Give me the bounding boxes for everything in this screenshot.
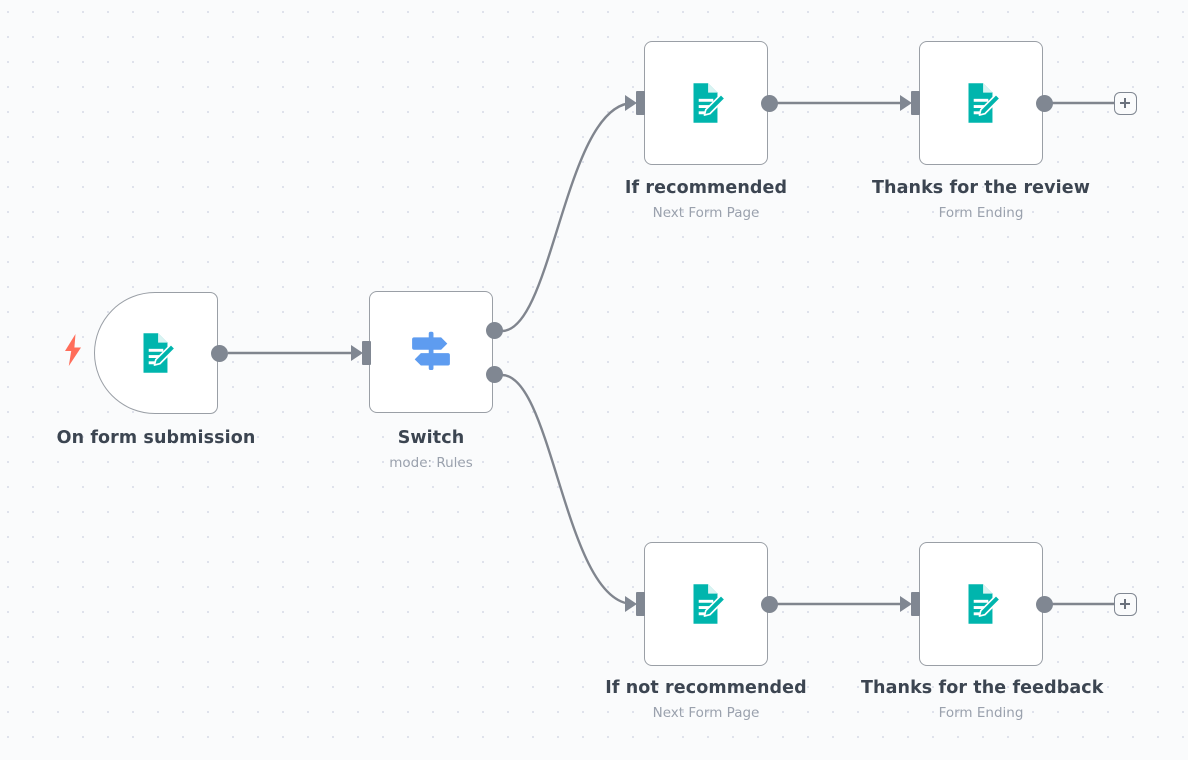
add-node-after-thanks-review-button[interactable] [1114,92,1137,115]
node-title: On form submission [56,428,256,448]
node-subtitle: Next Form Page [652,205,760,221]
node-if-recommended[interactable] [644,41,768,165]
caption-switch: Switch mode: Rules [331,427,531,473]
node-title: If not recommended [605,678,807,698]
output-endpoint-switch-0[interactable] [486,322,503,339]
output-endpoint-switch-1[interactable] [486,366,503,383]
form-document-pencil-icon [143,333,176,373]
form-document-pencil-icon [968,584,1001,624]
output-endpoint-if-not-recommended[interactable] [761,596,778,613]
caption-if-not-recommended: If not recommended Next Form Page [586,677,826,723]
node-if-not-recommended[interactable] [644,542,768,666]
output-endpoint-thanks-review[interactable] [1036,95,1053,112]
node-subtitle: Form Ending [938,705,1024,721]
input-bar-icon [911,592,920,616]
node-title: If recommended [624,178,788,198]
signpost-icon [412,331,450,370]
caption-thanks-for-the-feedback: Thanks for the feedback Form Ending [861,677,1104,723]
node-title: Switch [397,428,465,448]
node-on-form-submission[interactable] [94,292,218,414]
output-endpoint-on-form-submission[interactable] [211,345,228,362]
output-endpoint-if-recommended[interactable] [761,95,778,112]
caption-thanks-for-the-review: Thanks for the review Form Ending [861,177,1101,223]
form-document-pencil-icon [968,83,1001,123]
output-endpoint-thanks-feedback[interactable] [1036,596,1053,613]
input-endpoint-switch[interactable] [351,341,371,365]
node-subtitle: Form Ending [938,205,1024,221]
input-endpoint-if-not-recommended[interactable] [625,592,645,616]
input-bar-icon [636,592,645,616]
input-bar-icon [362,341,371,365]
trigger-bolt-icon [62,333,84,371]
form-document-pencil-icon [693,584,726,624]
node-subtitle: mode: Rules [389,455,473,471]
edge-switch-to-if-not-recommended [501,373,634,606]
input-endpoint-thanks-review[interactable] [900,91,920,115]
input-endpoint-thanks-feedback[interactable] [900,592,920,616]
input-endpoint-if-recommended[interactable] [625,91,645,115]
node-title: Thanks for the feedback [861,678,1104,698]
form-document-pencil-icon [693,83,726,123]
node-subtitle: Next Form Page [652,705,760,721]
input-bar-icon [911,91,920,115]
caption-on-form-submission: On form submission [36,427,276,449]
add-node-after-thanks-feedback-button[interactable] [1114,593,1137,616]
node-switch[interactable] [369,291,493,413]
node-thanks-for-the-review[interactable] [919,41,1043,165]
node-thanks-for-the-feedback[interactable] [919,542,1043,666]
input-bar-icon [636,91,645,115]
node-title: Thanks for the review [872,178,1090,198]
caption-if-recommended: If recommended Next Form Page [586,177,826,223]
